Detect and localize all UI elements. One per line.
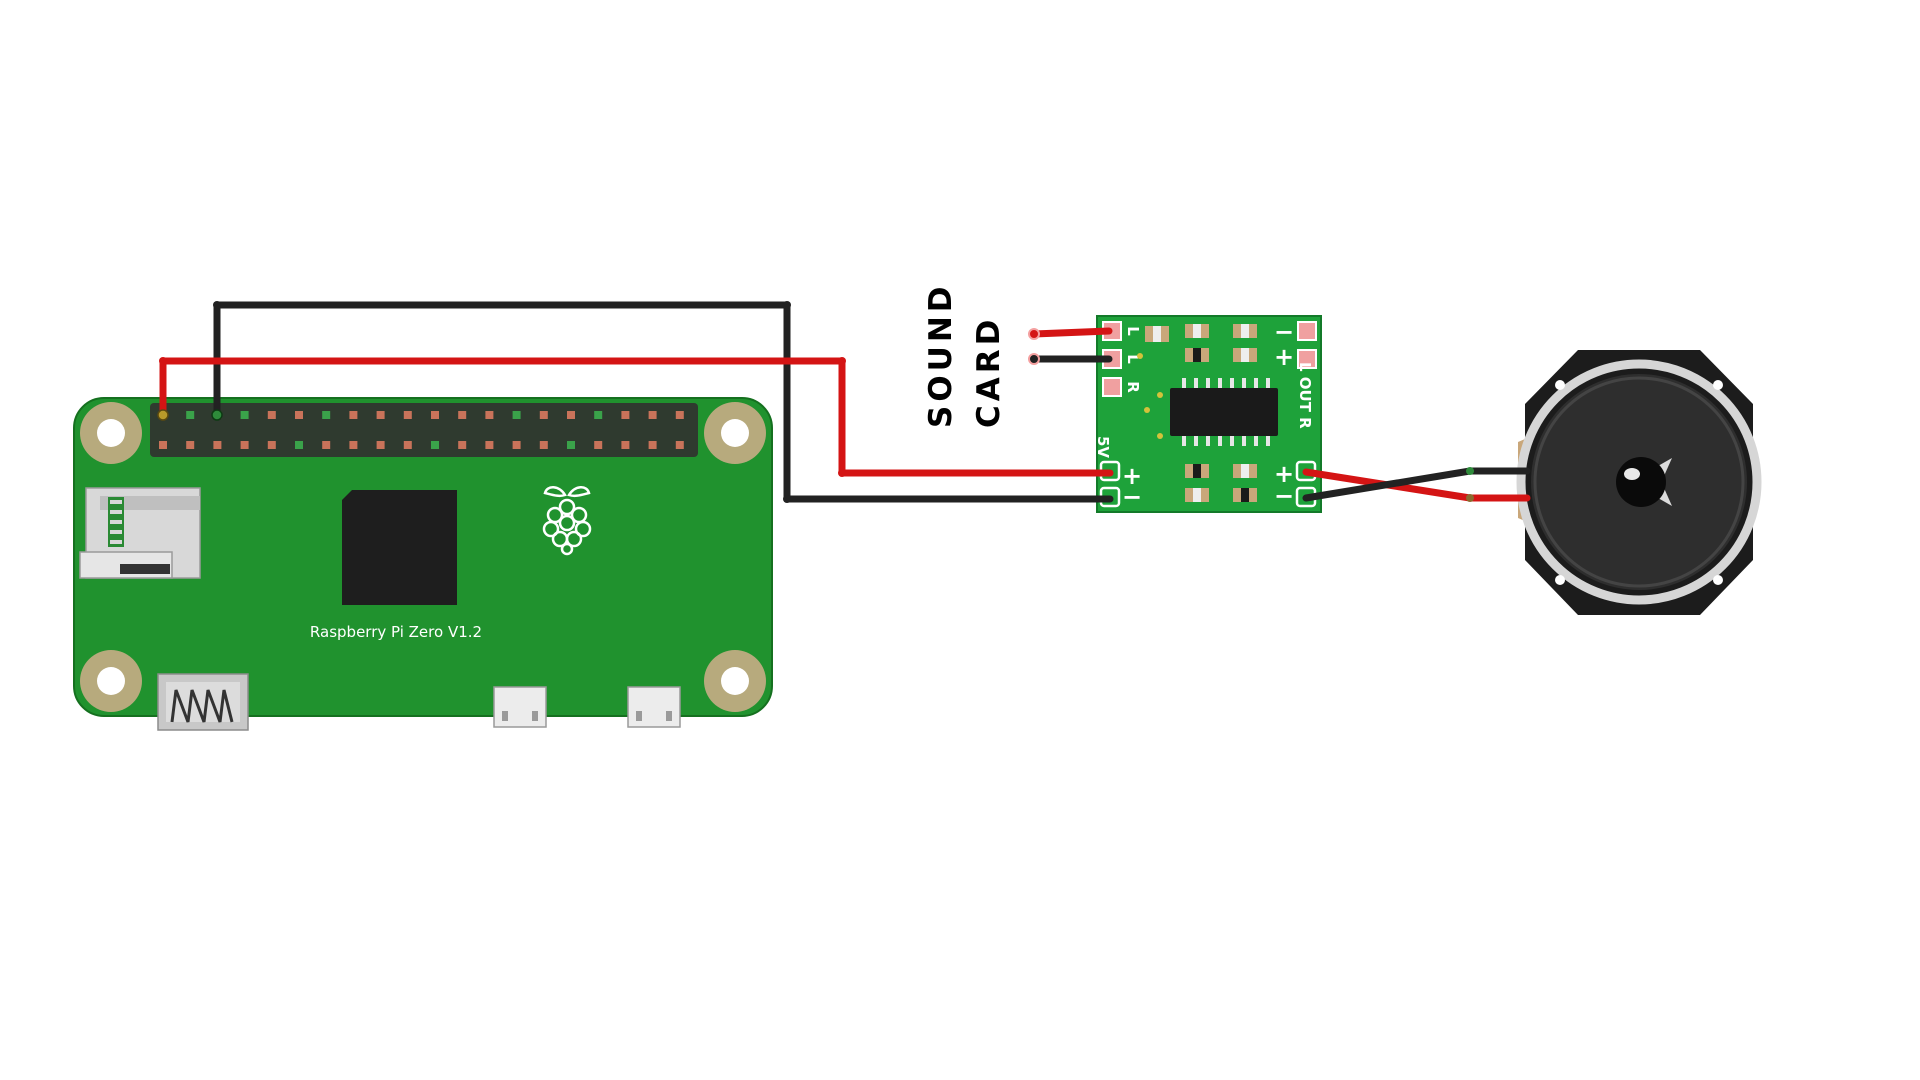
gpio-pins: [159, 411, 684, 449]
gpio-pin: [159, 441, 167, 449]
screw-hole: [1555, 380, 1565, 390]
gpio-pin: [186, 411, 195, 419]
gpio-pin: [458, 411, 467, 419]
processor-chip: [342, 490, 457, 605]
smd-components: [1137, 324, 1257, 502]
gpio-pin: [349, 441, 358, 449]
speaker-dust-cap: [1616, 457, 1672, 507]
mount-hole: [704, 402, 766, 464]
gpio-pin: [485, 411, 494, 419]
gpio-pin: [621, 441, 630, 449]
sd-card-slot: [79, 487, 201, 579]
resistor: [1185, 324, 1209, 338]
micro-usb-port: [493, 686, 547, 728]
power-label: 5V: [1094, 436, 1112, 458]
minus-sign: −: [1122, 483, 1142, 511]
gpio-pin: [349, 411, 358, 419]
input-pad-r: [1102, 377, 1122, 397]
mount-hole: [704, 650, 766, 712]
gpio-pin: [295, 441, 303, 449]
speaker: [1516, 350, 1762, 615]
raspberry-pi-zero-board: Raspberry Pi Zero V1.2: [73, 397, 773, 731]
micro-usb-port: [627, 686, 681, 728]
gpio-pin: [512, 441, 521, 449]
pin-label-l: L: [1124, 326, 1142, 336]
gpio-pin: [403, 411, 412, 419]
plus-sign: +: [1274, 343, 1294, 371]
gpio-header: [150, 403, 698, 457]
gpio-pin: [403, 441, 412, 449]
gpio-pin: [213, 441, 222, 449]
gpio-pin: [376, 411, 385, 419]
gpio-pin-5v: [157, 409, 169, 421]
gpio-pin: [648, 441, 657, 449]
plus-sign: +: [1122, 462, 1142, 490]
gpio-pin: [567, 441, 575, 449]
gpio-pin: [539, 411, 548, 419]
gpio-pin: [186, 441, 195, 449]
gpio-pin: [431, 441, 439, 449]
mount-hole: [80, 402, 142, 464]
gpio-pin: [240, 411, 249, 419]
gpio-pin: [675, 441, 684, 449]
gpio-pin: [267, 441, 276, 449]
minus-sign: −: [1274, 482, 1294, 510]
capacitor: [1185, 464, 1209, 478]
sound-card-label-line1: SOUND: [923, 282, 959, 428]
raspberry-logo-icon: [542, 486, 592, 556]
gpio-pin: [567, 411, 575, 419]
gpio-pin-gnd: [211, 409, 223, 421]
gpio-pin: [485, 441, 494, 449]
amplifier-ic: [1170, 378, 1278, 446]
gpio-pin: [458, 441, 467, 449]
resistor: [1233, 324, 1257, 338]
gpio-pin: [431, 411, 439, 419]
mount-hole: [80, 650, 142, 712]
pin-label-r: R: [1124, 381, 1142, 393]
gpio-pin: [295, 411, 303, 419]
gpio-pin: [240, 441, 249, 449]
amplifier-module: L L R L OUT R 5V + − + − + −: [1094, 315, 1322, 513]
screw-hole: [1555, 575, 1565, 585]
gpio-pin: [594, 411, 603, 419]
gpio-pin: [621, 411, 630, 419]
wire-audio-red: [1030, 327, 1113, 338]
screw-hole: [1713, 380, 1723, 390]
pad: [1297, 321, 1317, 341]
gpio-pin: [267, 411, 276, 419]
gpio-pin: [675, 411, 684, 419]
gpio-pin: [648, 411, 657, 419]
plus-sign: +: [1274, 460, 1294, 488]
sound-card-label-line2: CARD: [971, 316, 1007, 428]
screw-hole: [1713, 575, 1723, 585]
gpio-pin: [512, 411, 521, 419]
wires: [159, 301, 1531, 503]
sound-card-label: SOUND CARD: [923, 282, 1007, 428]
capacitor: [1233, 488, 1257, 502]
resistor: [1233, 348, 1257, 362]
board-label: Raspberry Pi Zero V1.2: [310, 623, 482, 641]
resistor: [1185, 488, 1209, 502]
gpio-pin: [594, 441, 603, 449]
pin-label-l-second: L: [1124, 354, 1142, 364]
pad: [1297, 349, 1317, 369]
gpio-pin: [322, 411, 331, 419]
resistor: [1145, 326, 1169, 342]
gpio-pin: [539, 441, 548, 449]
gpio-pin: [376, 441, 385, 449]
capacitor: [1185, 348, 1209, 362]
output-label: L OUT R: [1296, 362, 1314, 429]
resistor: [1233, 464, 1257, 478]
minus-sign: −: [1274, 318, 1294, 346]
mini-hdmi-port: [157, 673, 249, 731]
gpio-pin: [322, 441, 331, 449]
